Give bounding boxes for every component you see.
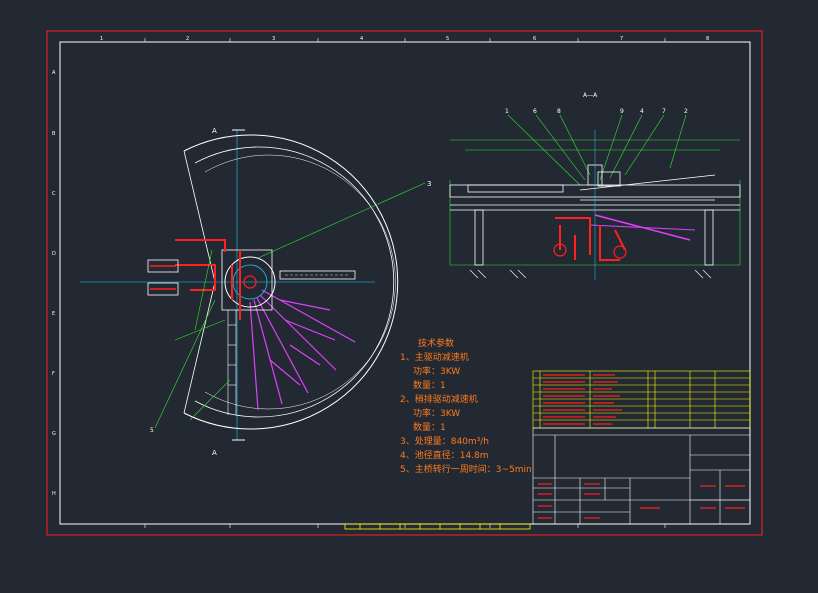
pump-box — [147, 282, 179, 296]
notes-line: 数量：1 — [413, 379, 446, 391]
section-callout: 2 — [684, 108, 688, 115]
callout-5: 5 — [150, 427, 154, 434]
ruler-number: 1 — [100, 36, 103, 42]
ruler-letter: G — [52, 431, 56, 437]
tank-inner-wall — [194, 146, 395, 418]
notes-line: 1、主驱动减速机 — [400, 351, 469, 363]
section-callout: 8 — [557, 108, 561, 115]
technical-notes: 技术参数 1、主驱动减速机 功率：3KW 数量：1 2、稍排驱动减速机 功率：3… — [400, 337, 532, 475]
ruler-letter: C — [52, 191, 56, 197]
scale-bar — [344, 523, 531, 530]
notes-line: 2、稍排驱动减速机 — [400, 393, 478, 405]
plan-leaders — [154, 182, 426, 429]
tank-outer-wall — [183, 134, 399, 430]
tank-weir — [204, 154, 396, 410]
tank-cut-edge — [183, 281, 216, 414]
ruler-number: 7 — [620, 36, 623, 42]
notes-line: 功率：3KW — [413, 407, 460, 419]
left-ruler-letters: A B C D E F G H — [52, 70, 56, 497]
top-ruler-numbers: 1 2 3 4 5 6 7 8 — [100, 36, 709, 42]
notes-line: 4、池径直径：14.8m — [400, 449, 489, 461]
section-callout: 7 — [662, 108, 666, 115]
section-callout: 1 — [505, 108, 509, 115]
outer-frame — [46, 30, 763, 536]
ruler-letter: F — [52, 371, 55, 377]
plan-piping — [175, 239, 241, 320]
section-title: A—A — [583, 92, 598, 99]
top-ruler — [144, 38, 666, 528]
footings — [469, 269, 712, 279]
scraper-arms — [249, 289, 356, 411]
ruler-letter: E — [52, 311, 55, 317]
notes-title: 技术参数 — [418, 337, 454, 349]
bridge-walkway — [279, 270, 356, 280]
pump-box — [147, 259, 179, 273]
title-block — [532, 427, 751, 525]
ruler-number: 6 — [533, 36, 536, 42]
notes-line: 功率：3KW — [413, 365, 460, 377]
center-drum — [224, 256, 276, 308]
tank-cut-edge — [183, 150, 216, 283]
section-mark-top: A — [212, 127, 217, 135]
ruler-number: 4 — [360, 36, 363, 42]
section-callout: 4 — [640, 108, 644, 115]
title-block-fill — [538, 483, 745, 519]
section-callout: 9 — [620, 108, 624, 115]
ruler-letter: B — [52, 131, 56, 137]
notes-line: 3、处理量：840m³/h — [400, 435, 489, 447]
sludge-pipe — [227, 310, 237, 415]
ruler-number: 3 — [272, 36, 275, 42]
callout-3: 3 — [427, 180, 431, 188]
ruler-number: 5 — [446, 36, 449, 42]
parts-table-fill — [543, 374, 622, 425]
parts-table — [532, 370, 751, 429]
plan-view: A A 3 5 — [80, 127, 431, 457]
section-mark-bottom: A — [212, 449, 217, 457]
notes-line: 数量：1 — [413, 421, 446, 433]
section-callout: 6 — [533, 108, 537, 115]
ruler-letter: A — [52, 70, 56, 76]
ruler-letter: H — [52, 491, 56, 497]
notes-line: 5、主桥转行一周时间：3~5min — [400, 463, 532, 475]
section-view: A—A 1 6 8 9 4 7 2 — [449, 92, 741, 280]
ruler-number: 8 — [706, 36, 709, 42]
drive-unit — [221, 249, 273, 311]
ruler-letter: D — [52, 251, 56, 257]
ruler-number: 2 — [186, 36, 189, 42]
